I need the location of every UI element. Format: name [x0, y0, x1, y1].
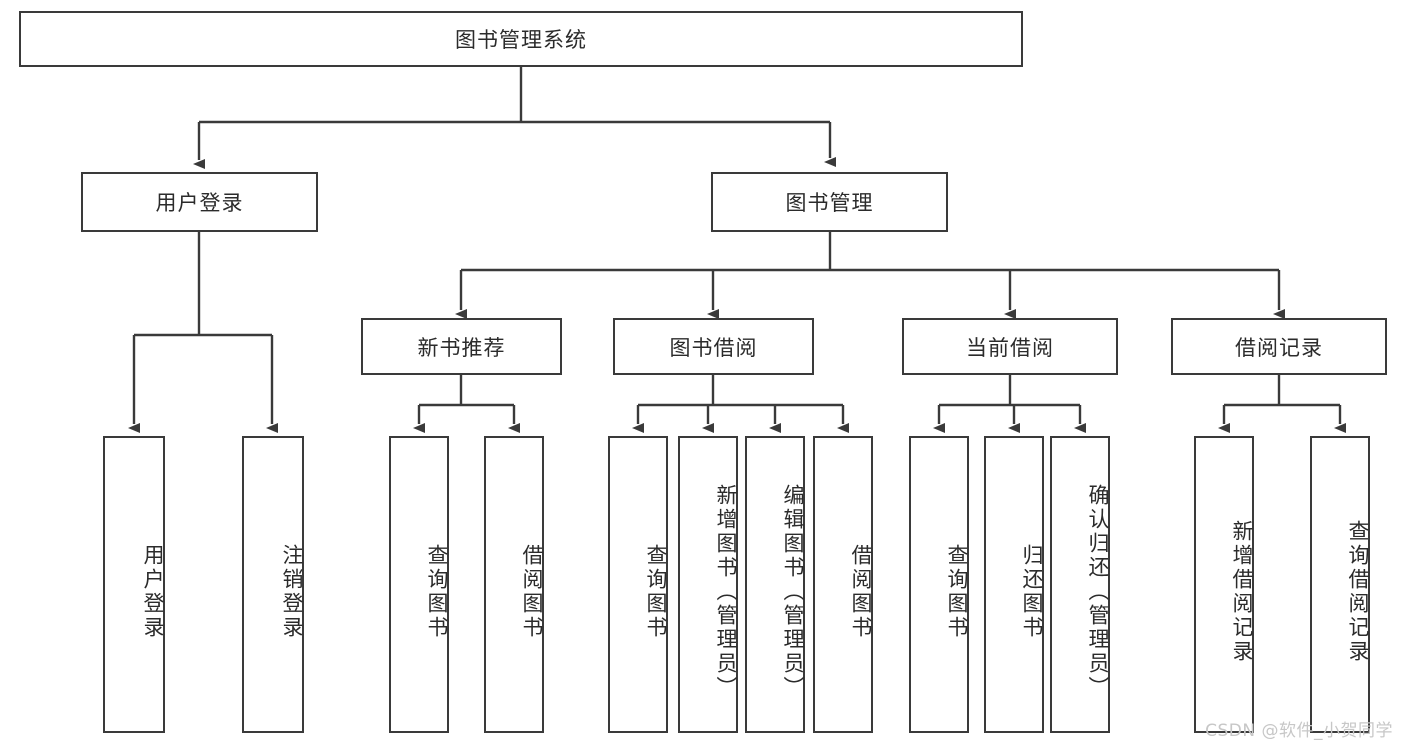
leaf-borrow-record-query[interactable]: 查询借阅记录: [1310, 436, 1370, 733]
node-current-borrow[interactable]: 当前借阅: [902, 318, 1118, 375]
leaf-book-borrow-query[interactable]: 查询图书: [608, 436, 668, 733]
leaf-current-borrow-return[interactable]: 归还图书: [984, 436, 1044, 733]
node-root-system[interactable]: 图书管理系统: [19, 11, 1023, 67]
node-user-login[interactable]: 用户登录: [81, 172, 318, 232]
leaf-user-login-login[interactable]: 用户登录: [103, 436, 165, 733]
leaf-current-borrow-confirm-return[interactable]: 确认归还（管理员）: [1050, 436, 1110, 733]
leaf-new-book-query[interactable]: 查询图书: [389, 436, 449, 733]
node-borrow-record[interactable]: 借阅记录: [1171, 318, 1387, 375]
node-book-borrow[interactable]: 图书借阅: [613, 318, 814, 375]
leaf-new-book-borrow[interactable]: 借阅图书: [484, 436, 544, 733]
node-book-management[interactable]: 图书管理: [711, 172, 948, 232]
leaf-borrow-record-add[interactable]: 新增借阅记录: [1194, 436, 1254, 733]
leaf-user-login-logout[interactable]: 注销登录: [242, 436, 304, 733]
leaf-book-borrow-edit[interactable]: 编辑图书（管理员）: [745, 436, 805, 733]
node-new-book-recommend[interactable]: 新书推荐: [361, 318, 562, 375]
edges: [128, 67, 1346, 433]
leaf-book-borrow-add[interactable]: 新增图书（管理员）: [678, 436, 738, 733]
leaf-book-borrow-borrow[interactable]: 借阅图书: [813, 436, 873, 733]
leaf-current-borrow-query[interactable]: 查询图书: [909, 436, 969, 733]
